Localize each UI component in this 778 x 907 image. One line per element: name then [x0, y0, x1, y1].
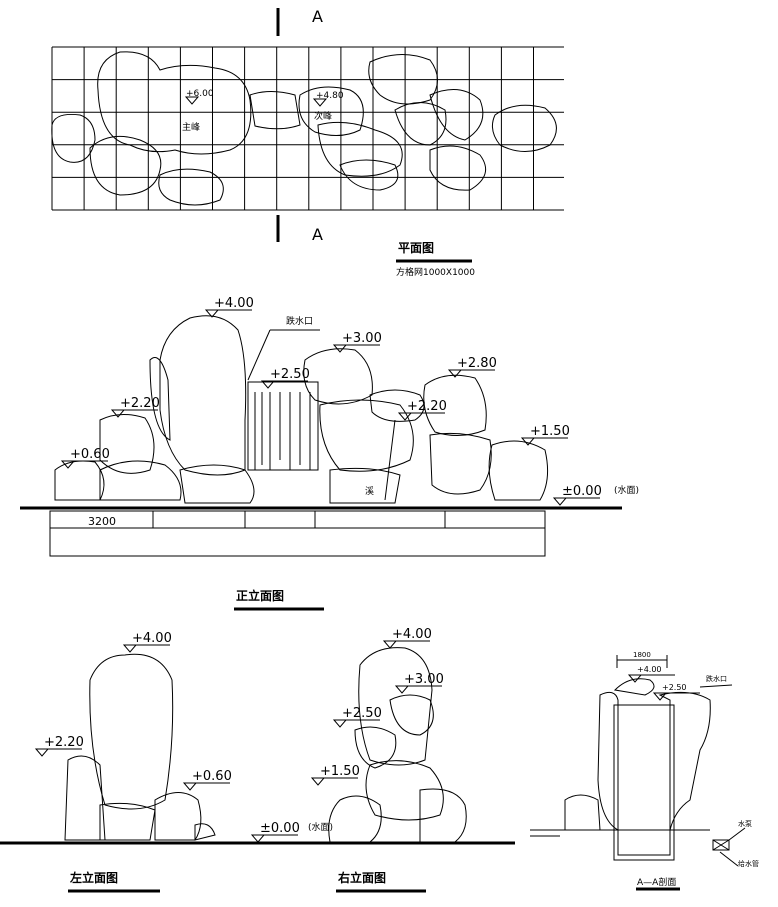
level-marker-icon — [34, 748, 50, 757]
plan-subtitle: 方格网1000X1000 — [396, 266, 475, 278]
left-title: 左立面图 — [69, 870, 118, 885]
level-marker-icon — [447, 369, 463, 378]
level-marker-icon — [60, 460, 76, 469]
level-marker-icon — [552, 497, 568, 506]
plan-title: 平面图 — [398, 241, 434, 255]
level-label: +4.00 — [637, 665, 662, 674]
front-water-label: (水面) — [614, 484, 639, 496]
level-label: +2.50 — [662, 683, 687, 692]
level-marker-icon — [184, 96, 200, 105]
section-aa: 1800 +4.00+2.50 跌水口 水泵 给水管 A—A剖面 — [530, 651, 759, 891]
section-fall-label: 跌水口 — [706, 674, 727, 683]
pump-icon — [712, 839, 730, 851]
level-label: +2.20 — [44, 735, 84, 750]
plan-rocks — [51, 51, 557, 206]
front-rocks — [54, 315, 549, 504]
right-water-label: (水面) — [308, 821, 333, 833]
level-marker-icon — [204, 309, 220, 318]
level-marker-icon — [182, 782, 198, 791]
level-label: +3.00 — [342, 331, 382, 346]
section-mark-top: A — [312, 7, 323, 26]
level-marker-icon — [312, 98, 328, 107]
section-title: A—A剖面 — [637, 876, 676, 888]
level-label: +0.60 — [192, 769, 232, 784]
right-elevation: +4.00 +3.00 +2.50 +1.50 ±0.00 (水面) 右立面图 — [250, 627, 467, 893]
fall-label: 跌水口 — [286, 315, 313, 327]
pipe-label: 给水管 — [738, 859, 759, 868]
level-marker-icon — [394, 685, 410, 694]
level-label: +4.00 — [392, 627, 432, 642]
section-mark-bottom: A — [312, 225, 323, 244]
front-title: 正立面图 — [236, 588, 284, 603]
level-label: +2.80 — [457, 356, 497, 371]
level-marker-icon — [652, 692, 668, 701]
level-label: ±0.00 — [562, 484, 602, 499]
level-label: +2.50 — [270, 367, 310, 382]
level-marker-icon — [110, 409, 126, 418]
plan-level-main: +6.00 — [186, 89, 214, 99]
right-title: 右立面图 — [337, 870, 386, 885]
plan-grid — [51, 46, 564, 211]
level-marker-icon — [310, 777, 326, 786]
level-label: ±0.00 — [260, 821, 300, 836]
level-label: +2.50 — [342, 706, 382, 721]
label-main-peak: 主峰 — [182, 121, 200, 133]
level-marker-icon — [627, 674, 643, 683]
level-label: +4.00 — [132, 631, 172, 646]
level-marker-icon — [122, 644, 138, 653]
level-marker-icon — [332, 719, 348, 728]
left-elevation: +4.00 +2.20 +0.60 左立面图 — [0, 631, 515, 893]
level-label: +2.20 — [120, 396, 160, 411]
dimension-box — [49, 510, 546, 557]
level-label: +2.20 — [407, 399, 447, 414]
plan-view: A A +6.00 +4.80 主峰 次峰 平面图 方格网1000X1000 — [51, 7, 564, 278]
section-dimension: 1800 — [633, 651, 651, 659]
level-label: +0.60 — [70, 447, 110, 462]
level-label: +3.00 — [404, 672, 444, 687]
label-secondary-peak: 次峰 — [314, 110, 332, 122]
front-elevation: 3200 +4.00 +3.00 +2.50 +2.80 +2.20 +2.20 +1.50… — [20, 296, 639, 611]
level-marker-icon — [250, 834, 266, 843]
plan-level-secondary: +4.80 — [316, 91, 344, 101]
pump-label: 水泵 — [738, 819, 752, 828]
pool-label: 溪 — [365, 485, 374, 497]
level-label: +4.00 — [214, 296, 254, 311]
level-marker-icon — [382, 640, 398, 649]
level-marker-icon — [397, 412, 413, 421]
level-marker-icon — [260, 380, 276, 389]
level-label: +1.50 — [320, 764, 360, 779]
front-dimension: 3200 — [88, 515, 116, 528]
level-marker-icon — [332, 344, 348, 353]
level-label: +1.50 — [530, 424, 570, 439]
level-marker-icon — [520, 437, 536, 446]
